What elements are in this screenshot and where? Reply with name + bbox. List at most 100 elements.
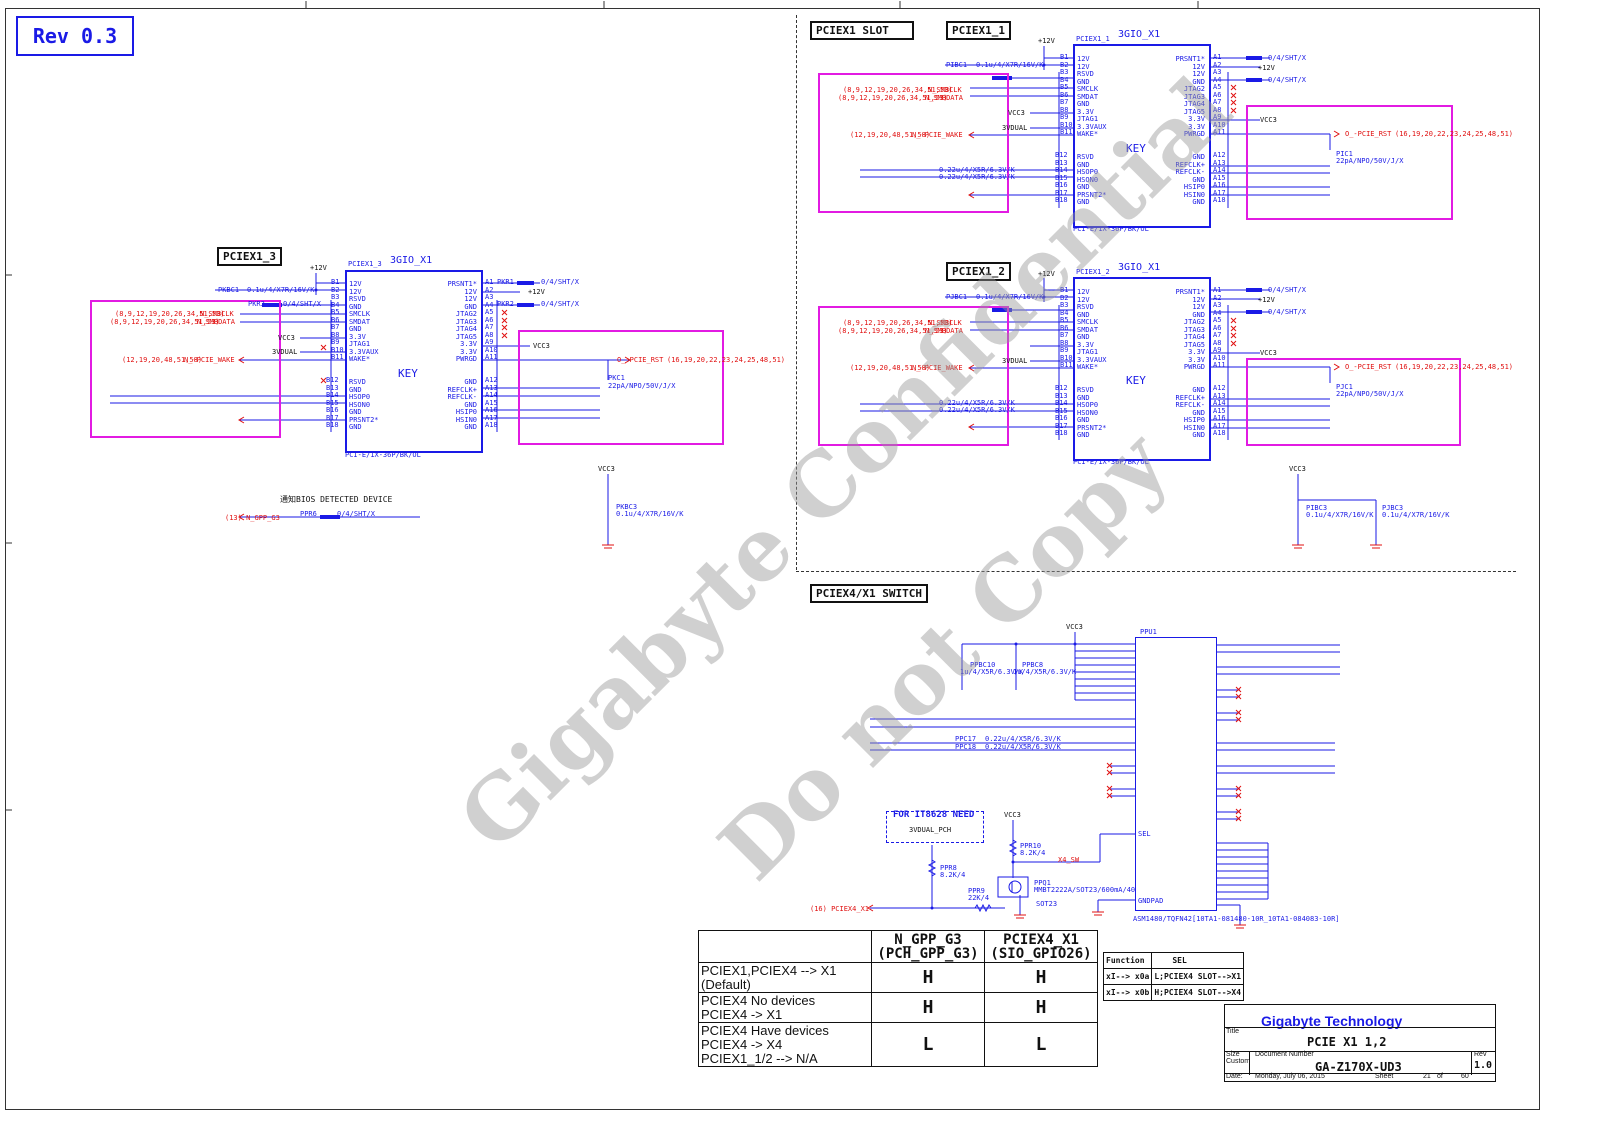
slot2-pjbc3: PJBC3 [1382,504,1404,512]
slot3-pkr2: PKR2 [497,300,514,308]
slot2-3vdual: 3VDUAL [1002,357,1028,365]
slot3-pkr3-val: 0/4/SHT/X [283,300,321,308]
slot2-pibc3: PIBC3 [1306,504,1328,512]
switch-ppbc10: PPBC10 [970,661,996,669]
slot2-smbdata: N_SMBDATA [925,327,963,335]
slot3-wake-refs: (12,19,20,48,51,58) [122,356,203,364]
slot1-pcie-rst-refs: (16,19,20,22,23,24,25,48,51) [1395,130,1514,138]
truth-row2-label: PCIEX4 No devices PCIEX4 -> X1 [698,992,872,1023]
revision-badge: Rev 0.3 [16,16,134,56]
slot1-vcc3: VCC3 [1008,109,1025,117]
ppr6-val: 0/4/SHT/X [337,510,375,518]
slot3-smbclk: N_SMBCLK [200,310,234,318]
slot3-nums-a: A1 A2 A3 A4 A5 A6 A7 A8 A9 A10 A11 [485,278,498,361]
section-pciex1-2: PCIEX1_2 [946,262,1011,281]
switch-ppc18-val: 0.22u/4/X5R/6.3V/K [985,743,1061,751]
slot3-nums-a2: A12 A13 A14 A15 A16 A17 A18 [485,376,498,429]
size-label: Size [1226,1051,1240,1058]
truth-row1-a: H [871,962,985,993]
slot3-pkc1-val: 22pA/NPO/50V/J/X [608,382,676,390]
slot3-key: KEY [398,367,418,380]
company-name: Gigabyte Technology [1261,1013,1403,1029]
slot1-part: 3GIO_X1 [1118,29,1161,40]
slot2-a3-12v: +12V [1258,296,1275,304]
slot2-footprint: PCI-E/1X-36P/BK/OL [1073,458,1149,466]
ppr10-ref: PPR10 [1020,842,1042,850]
switch-sel-pin: SEL [1138,830,1151,838]
slot1-ref: PCIEX1_1 [1076,35,1110,43]
slot1-pins-a: PRSNT1* 12V 12V GND JTAG2 JTAG3 JTAG4 JT… [1175,55,1205,138]
slot2-smbdata-refs: (8,9,12,19,20,26,34,51,53) [838,327,948,335]
slot1-12v: +12V [1038,37,1055,45]
rev-value: 1.0 [1474,1060,1493,1071]
switch-ref: PPU1 [1140,628,1157,636]
slot1-smbclk: N_SMBCLK [928,86,962,94]
slot1-smbclk-refs: (8,9,12,19,20,26,34,51,53) [843,86,953,94]
slot1-nums-a: A1 A2 A3 A4 A5 A6 A7 A8 A9 A10 A11 [1213,53,1226,136]
slot1-nums-b: B1 B2 B3 B4 B5 B6 B7 B8 B9 B10 B11 [1060,53,1073,136]
slot1-connector [1073,44,1211,228]
func-r2b: H;PCIEX4 SLOT-->X4 [1151,984,1245,1001]
truth-row3-a: L [871,1022,985,1067]
slot1-a3-12v: +12V [1258,64,1275,72]
x4-sw-net: X4_SW [1058,856,1080,864]
truth-row3-b: L [984,1022,1098,1067]
slot3-smbclk-refs: (8,9,12,19,20,26,34,51,53) [115,310,225,318]
slot1-right-highlight [1246,105,1453,220]
slot2-pins-b: 12V 12V RSVD GND SMCLK SMDAT GND 3.3V JT… [1077,288,1107,371]
truth-row1-b: H [984,962,1098,993]
switch-chip [1135,637,1217,911]
slot2-pjbc1-val: 0.1u/4/X7R/16V/K [976,293,1044,301]
doc-label: Document Number [1255,1051,1314,1058]
slot2-a10-vcc3: VCC3 [1260,349,1277,357]
slot1-a10-vcc3: VCC3 [1260,116,1277,124]
slot3-smbdata: N_SMBDATA [197,318,235,326]
ppr9-ref: PPR9 [968,887,985,895]
ppq1-val: MMBT2222A/SOT23/600mA/40 [1034,886,1136,894]
switch-gndpad-pin: GNDPAD [1138,897,1164,905]
date-value: Monday, July 06, 2015 [1255,1073,1325,1080]
truth-row3-label: PCIEX4 Have devices PCIEX4 -> X4 PCIEX1_… [698,1022,872,1067]
switch-vcc3: VCC3 [1066,623,1083,631]
slot2-pjr2-val: 0/4/SHT/X [1268,308,1306,316]
switch-ppbc8: PPBC8 [1022,661,1044,669]
slot1-pic1: PIC1 [1336,150,1353,158]
sheet-label: Sheet [1375,1073,1394,1080]
it8628-note-box [886,811,984,843]
slot3-right-highlight [518,330,724,445]
slot3-pkr2-val: 0/4/SHT/X [541,300,579,308]
slot1-pins-b: 12V 12V RSVD GND SMCLK SMDAT GND 3.3V JT… [1077,55,1107,138]
ppq1-pkg: SOT23 [1036,900,1058,908]
slot3-pins-a2: GND REFCLK+ REFCLK- GND HSIP0 HSIN0 GND [447,378,477,431]
slot1-pcie-rst: O_-PCIE_RST [1345,130,1392,138]
ppr8-val: 8.2K/4 [940,871,966,879]
func-r1a: xI--> x0a [1102,968,1153,985]
it8628-note: FOR IT8628 NEED [893,810,975,820]
section-pciex4-switch: PCIEX4/X1 SWITCH [810,584,928,603]
truth-table: N_GPP_G3 (PCH_GPP_G3) PCIEX4_X1 (SIO_GPI… [698,930,1098,1067]
slot2-smbclk: N_SMBCLK [928,319,962,327]
slot3-pcie-rst-refs: (16,19,20,22,23,24,25,48,51) [667,356,786,364]
slot3-pins-a: PRSNT1* 12V 12V GND JTAG2 JTAG3 JTAG4 JT… [447,280,477,363]
slot1-key: KEY [1126,142,1146,155]
slot3-vcc3-b: VCC3 [598,465,615,473]
slot3-pins-b2: RSVD GND HSOP0 HSON0 GND PRSNT2* GND [349,378,379,431]
slot1-3vdual: 3VDUAL [1002,124,1028,132]
section-pciex1-slot: PCIEX1 SLOT [810,21,914,40]
slot2-pins-a: PRSNT1* 12V 12V GND JTAG2 JTAG3 JTAG4 JT… [1175,288,1205,371]
section-divider-vertical [796,15,797,570]
rev-label: Rev [1474,1051,1487,1058]
slot2-nums-a2: A12 A13 A14 A15 A16 A17 A18 [1213,384,1226,437]
slot1-smbdata: N_SMBDATA [925,94,963,102]
slot1-wake-refs: (12,19,20,48,51,58) [850,131,931,139]
slot3-vcc3: VCC3 [278,334,295,342]
switch-ppbc8-val: 1u/4/X5R/6.3V/K [1013,668,1077,676]
slot3-pkr3: PKR3 [248,300,265,308]
drawing-frame [5,8,1540,1110]
sheet-value: 21 [1423,1073,1431,1080]
ppr6-ref: PPR6 [300,510,317,518]
slot1-left-highlight [818,73,1009,213]
slot2-c022-b: 0.22u/4/X5R/6.3V/K [939,406,1015,414]
